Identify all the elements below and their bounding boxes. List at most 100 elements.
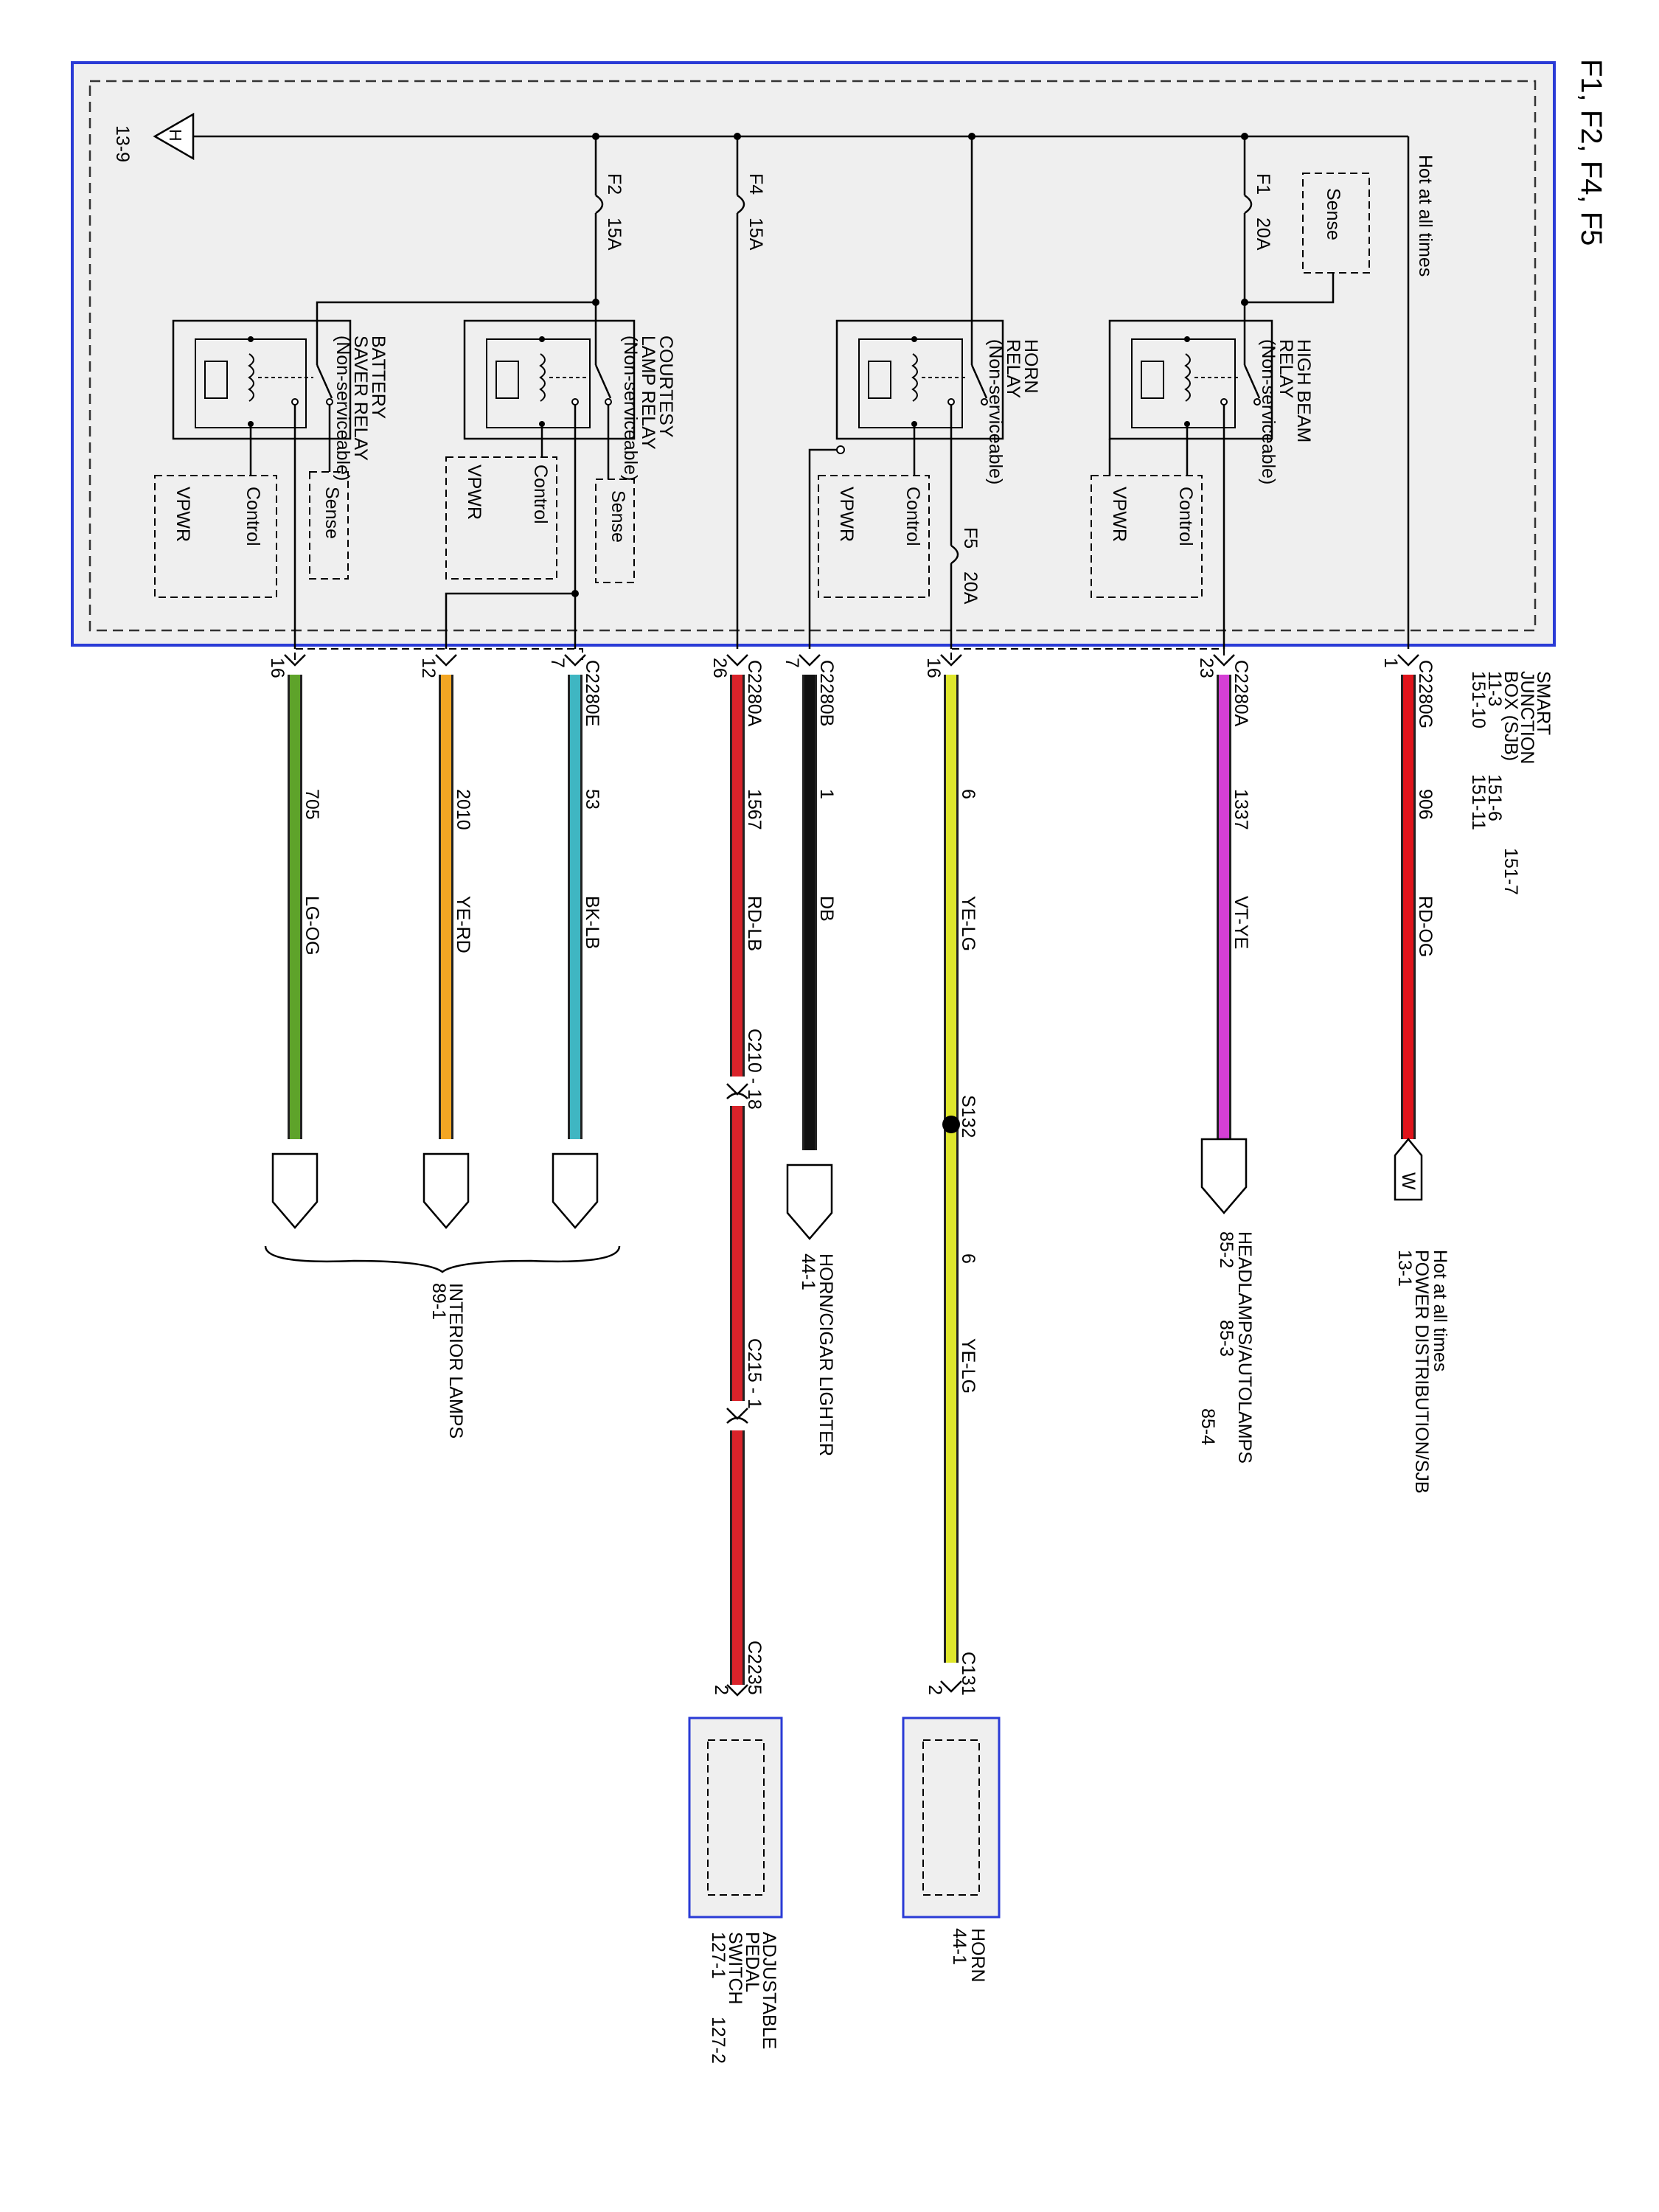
relay-control-label: Control: [530, 465, 551, 524]
relay-title: SAVER RELAY: [350, 335, 371, 461]
connector-pin-number: 16: [923, 658, 944, 678]
relay-control-label: Control: [1175, 487, 1196, 546]
fuse-f2-rating: 15A: [604, 218, 625, 251]
sjb-name-line: 151-11: [1468, 774, 1489, 830]
battery-saver-relay: [172, 319, 352, 649]
horn-component: [902, 1717, 1001, 1919]
relay-title: HORN: [1020, 339, 1041, 394]
relay-sense-label: Sense: [321, 487, 342, 539]
relay-vpwr-label: VPWR: [1109, 487, 1130, 542]
sense-label-high-beam: Sense: [1323, 188, 1343, 240]
fuse-f4-icon: [737, 194, 745, 215]
sense-box-courtesy: [595, 479, 635, 583]
connector-pin-number: 7: [782, 658, 802, 668]
high-beam-relay: [1108, 302, 1273, 649]
fuse-f1-id: F1: [1253, 173, 1273, 195]
connector-id: C2280A: [1231, 660, 1251, 727]
relay-sense-label: Sense: [608, 490, 628, 543]
inline-connector-label: C210 - 18: [744, 1029, 765, 1110]
diagram-title: F1, F2, F4, F5: [1575, 59, 1607, 246]
relay-title: COURTESY: [655, 335, 676, 438]
destination-label: HEADLAMPS/AUTOLAMPS: [1234, 1231, 1255, 1464]
connector-pin-chevron: [284, 654, 306, 667]
sjb-name-line: 11-3: [1484, 671, 1505, 706]
relay-title: BATTERY: [368, 335, 389, 419]
connector-id: C2280B: [816, 660, 837, 726]
inline-connector-gap: [721, 1077, 754, 1106]
relay-control-label: Control: [902, 487, 923, 546]
destination-label: 85-2: [1216, 1231, 1237, 1268]
junction-dot: [571, 590, 579, 597]
connector-pin-chevron: [799, 654, 821, 667]
adjustable-pedal-switch-component: [688, 1717, 783, 1919]
destination-label: 127-2: [708, 2017, 728, 2064]
destination-label: 44-1: [949, 1928, 970, 1965]
circuit-number: 6: [958, 789, 978, 799]
relay-title: (Non-serviceable): [333, 335, 353, 481]
fuse-f4-rating: 15A: [745, 218, 766, 251]
relay-vpwr-label: VPWR: [836, 487, 857, 542]
junction-dot: [836, 445, 845, 454]
connector-pin-chevron: [726, 1684, 748, 1697]
relay-title: LAMP RELAY: [638, 335, 658, 450]
connector-pin-number: 16: [267, 658, 288, 678]
inline-connector-arc: [726, 1416, 748, 1424]
sense-lead-high-beam: [1245, 273, 1335, 304]
relay-title: RELAY: [1276, 339, 1296, 398]
sjb-name-line: 151-10: [1468, 671, 1489, 728]
wire-2010: [441, 675, 451, 1139]
relay-vpwr-label: VPWR: [464, 465, 484, 520]
wire-6: [946, 675, 956, 1663]
destination-label: ADJUSTABLE: [759, 1932, 779, 2049]
destination-label: 85-3: [1216, 1320, 1237, 1357]
connector-pin-number: 7: [547, 658, 568, 668]
interior-lamps-brace: [264, 1245, 621, 1273]
wire-53: [570, 675, 580, 1139]
connector-pin-chevron: [564, 654, 586, 667]
connector-id: C2280A: [744, 660, 765, 727]
connector-pin-chevron: [726, 654, 748, 667]
sjb-name-line: 151-6: [1484, 774, 1505, 821]
relay-io-box-horn: [818, 475, 930, 598]
wire-color-code: RD-OG: [1415, 896, 1436, 957]
wire-color-code: DB: [816, 896, 837, 922]
connector-pin-chevron: [1213, 654, 1235, 667]
wire-1567: [732, 675, 742, 1685]
horn-relay-coil-feed: [808, 448, 841, 649]
circuit-number: 1: [816, 789, 837, 799]
circuit-number: 2010: [453, 789, 473, 830]
connector-pin-chevron: [1397, 654, 1419, 667]
courtesy-output-branch: [445, 592, 575, 649]
connector-pin-chevron: [940, 1680, 962, 1693]
connector-pin-number: 2: [925, 1685, 945, 1695]
circuit-number: 906: [1415, 789, 1436, 820]
splice-label: S132: [958, 1095, 978, 1138]
power-distribution-terminal: [1394, 1138, 1423, 1201]
circuit-number: 1567: [744, 789, 765, 830]
wire-705: [290, 675, 300, 1139]
inline-connector-label: C215 - 1: [744, 1338, 765, 1409]
wire-1337: [1219, 675, 1229, 1139]
connector-id: C131: [958, 1652, 978, 1696]
wire-color-code: RD-LB: [744, 896, 765, 951]
relay-title: (Non-serviceable): [985, 339, 1006, 484]
sjb-name-line: JUNCTION: [1517, 671, 1537, 764]
sjb-box: [71, 61, 1556, 647]
horn-component-inner: [922, 1739, 980, 1896]
relay-io-box-battery-saver: [154, 475, 277, 598]
destination-label: HORN/CIGAR LIGHTER: [815, 1253, 836, 1456]
inline-connector-arc: [726, 1092, 748, 1099]
f2-branch: [316, 301, 596, 339]
fuse-f5-rating: 20A: [960, 571, 981, 605]
headlamps-connector: [1200, 1138, 1248, 1214]
connector-pin-number: 2: [711, 1685, 731, 1695]
destination-label: 85-4: [1197, 1408, 1218, 1445]
destination-label: HORN: [967, 1928, 988, 1983]
fuse-f4-id: F4: [745, 173, 766, 195]
fuse-f2-icon: [595, 194, 604, 215]
connector-c2280e-bracket: [294, 648, 583, 660]
inline-connector-gap: [721, 1401, 754, 1430]
connector-pin-chevron: [940, 654, 962, 667]
interior-lamp-connector: [422, 1152, 470, 1229]
